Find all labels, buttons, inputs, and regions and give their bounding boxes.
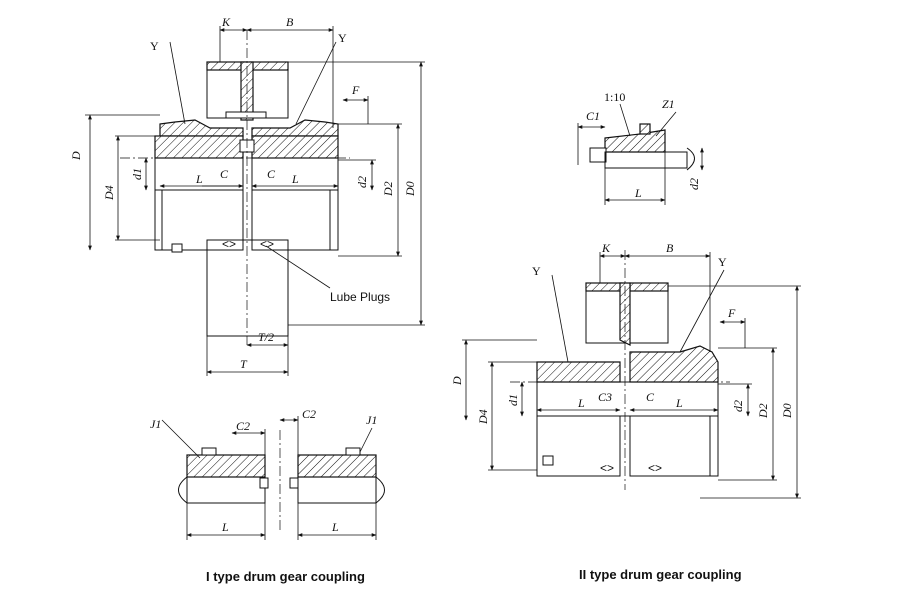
- label-d4-ii: D4: [476, 409, 490, 425]
- label-t-half: T/2: [258, 330, 274, 344]
- plug-left-icon: <>: [222, 237, 236, 251]
- label-d2-upper-ii: D2: [756, 403, 770, 419]
- label-y-left-ii: Y: [532, 264, 541, 278]
- label-l-left-ii: L: [577, 396, 585, 410]
- label-k-ii: K: [601, 241, 611, 255]
- caption-type2: II type drum gear coupling: [579, 567, 742, 582]
- label-d2-upper: D2: [381, 181, 395, 197]
- label-c1: C1: [586, 109, 600, 123]
- label-j1-right: J1: [366, 413, 377, 427]
- label-c-ii: C: [646, 390, 655, 404]
- label-l-split-left: L: [221, 520, 229, 534]
- label-c-right: C: [267, 167, 276, 181]
- label-z1: Z1: [662, 97, 675, 111]
- label-t: T: [240, 357, 248, 371]
- label-b-ii: B: [666, 241, 674, 255]
- label-d0-ii: D0: [780, 403, 794, 419]
- label-d1: d1: [130, 168, 144, 180]
- plug-right-icon: <>: [260, 237, 274, 251]
- type1-detail-drawing: 1:10 C1 Z1 d2 L: [577, 90, 704, 205]
- label-d1-ii: d1: [506, 394, 520, 406]
- type2-main-drawing: Y Y K B F D D4 d1 L C3 C L d2 D2 D0 <> <…: [450, 241, 801, 499]
- plug-right-icon-ii: <>: [648, 461, 662, 475]
- label-d0: D0: [403, 181, 417, 197]
- type1-split-drawing: J1 J1 C2 C2 L L: [150, 407, 385, 540]
- label-y-right-ii: Y: [718, 255, 727, 269]
- type1-main-drawing: Y Y K B F D D4 d1 L C C L d2 D2 D0 T/2 T…: [69, 15, 425, 376]
- label-b: B: [286, 15, 294, 29]
- caption-type1: I type drum gear coupling: [206, 569, 365, 584]
- label-c3: C3: [598, 390, 612, 404]
- label-c-left: C: [220, 167, 229, 181]
- label-f-ii: F: [727, 306, 736, 320]
- label-k: K: [221, 15, 231, 29]
- label-d2: d2: [355, 176, 369, 188]
- label-d-ii: D: [450, 376, 464, 386]
- label-l-split-right: L: [331, 520, 339, 534]
- label-d4: D4: [102, 185, 116, 201]
- label-c2-left: C2: [236, 419, 250, 433]
- label-d2-detail: d2: [687, 178, 701, 190]
- plug-left-icon-ii: <>: [600, 461, 614, 475]
- label-lube-plugs: Lube Plugs: [330, 290, 390, 304]
- label-l-left: L: [195, 172, 203, 186]
- label-y-right: Y: [338, 31, 347, 45]
- label-y-left: Y: [150, 39, 159, 53]
- label-d2-ii: d2: [731, 400, 745, 412]
- label-ratio: 1:10: [604, 90, 625, 104]
- label-j1-left: J1: [150, 417, 161, 431]
- label-l-right: L: [291, 172, 299, 186]
- label-c2-right: C2: [302, 407, 316, 421]
- label-f: F: [351, 83, 360, 97]
- label-d: D: [69, 151, 83, 161]
- label-l-detail: L: [634, 186, 642, 200]
- label-l-right-ii: L: [675, 396, 683, 410]
